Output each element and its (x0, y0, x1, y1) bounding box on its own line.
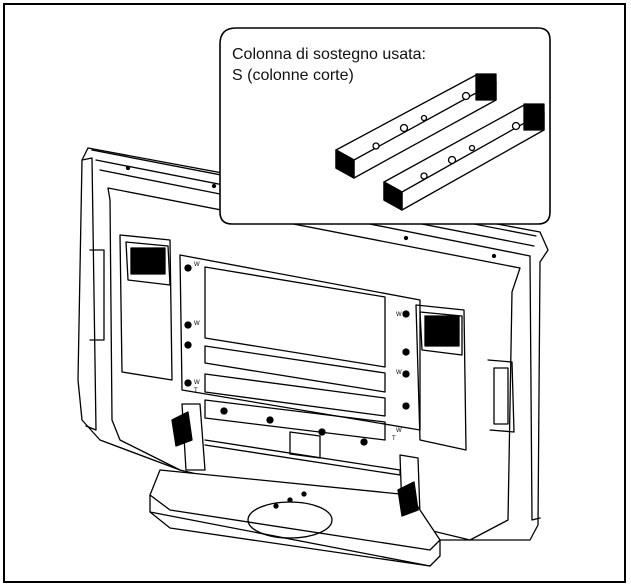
callout-line-1: Colonna di sostegno usata: (232, 46, 426, 63)
label-w: W (194, 321, 200, 327)
label-t: T (194, 388, 198, 394)
tv-stand (149, 403, 441, 567)
label-w: W (396, 428, 402, 434)
label-t: T (392, 436, 396, 442)
callout-line-2: S (colonne corte) (232, 67, 354, 84)
label-w: W (194, 262, 200, 268)
callout-caption: Colonna di sostegno usata: S (colonne co… (232, 44, 426, 86)
support-column-1 (335, 73, 497, 179)
hole-labels: W W W T W W W T (194, 262, 402, 442)
label-w: W (396, 370, 402, 376)
support-column-2 (383, 103, 545, 211)
label-w: W (194, 380, 200, 386)
label-w: W (396, 312, 402, 318)
